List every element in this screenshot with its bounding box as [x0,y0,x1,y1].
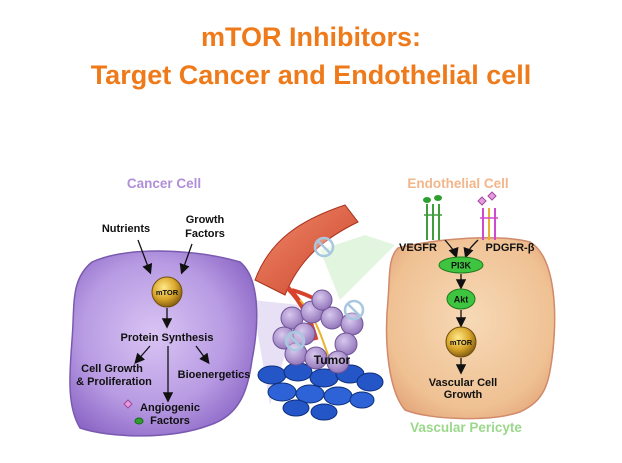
pi3k-label: PI3K [451,261,472,271]
cell-growth-label-line-2: & Proliferation [76,376,152,388]
cell-growth-label-line-1: Cell Growth [81,363,143,375]
protein-synthesis-label: Protein Synthesis [121,332,214,344]
vascular-pericyte-label: Vascular Pericyte [410,420,522,435]
bioenergetics-label: Bioenergetics [178,369,251,381]
nutrients-label: Nutrients [102,223,150,235]
endothelial-mtor-ball [445,326,477,358]
vascular-growth-label-line-2: Growth [444,389,483,401]
endothelial-mtor-label: mTOR [450,338,473,347]
vegfr-label: VEGFR [399,242,437,254]
endothelial-zoom-wedge [320,235,395,300]
title-line-2: Target Cancer and Endothelial cell [90,60,532,90]
endothelial-cell-heading: Endothelial Cell [407,176,508,191]
cancer-mtor-ball [151,276,183,308]
nutrients-arrow [137,239,153,275]
pdgfr-receptor-icon [477,191,498,240]
vegfr-receptor-icon [423,195,442,240]
inhibition-symbol-tumor-left [284,330,306,352]
protein-to-growth-arrow [134,345,151,364]
tumor-label: Tumor [314,353,351,367]
vascular-growth-label-line-1: Vascular Cell [429,377,498,389]
pi3k-oval [438,256,484,274]
pdgfr-to-pi3k-arrow [463,239,479,259]
angiogenic-label-line-1: Angiogenic [140,402,200,414]
cancer-cell-heading: Cancer Cell [127,176,201,191]
growth-factors-label-line-1: Growth [186,214,225,226]
vegfr-to-pi3k-arrow [444,239,459,259]
angiogenic-factor-pink-icon [123,399,133,409]
tumor-purple-cells [272,289,364,374]
growth-factors-arrow [179,243,193,275]
endothelial-cell-body [385,237,556,420]
inhibition-symbol-tumor-right [343,299,365,321]
protein-to-bioenergetics-arrow [195,345,210,365]
blood-vessel [254,204,359,296]
angiogenic-label-line-2: Factors [150,415,190,427]
title-line-1: mTOR Inhibitors: [201,22,421,52]
akt-oval [446,288,476,310]
tumor-base-cells [257,362,384,421]
akt-label: Akt [454,295,469,305]
angiogenic-factor-green-icon [134,417,144,425]
cancer-mtor-label: mTOR [156,288,179,297]
pdgfr-label: PDGFR-β [486,242,535,254]
inhibition-symbol-vessel [313,236,335,258]
cancer-cell-body [69,250,258,437]
growth-factors-label-line-2: Factors [185,228,225,240]
